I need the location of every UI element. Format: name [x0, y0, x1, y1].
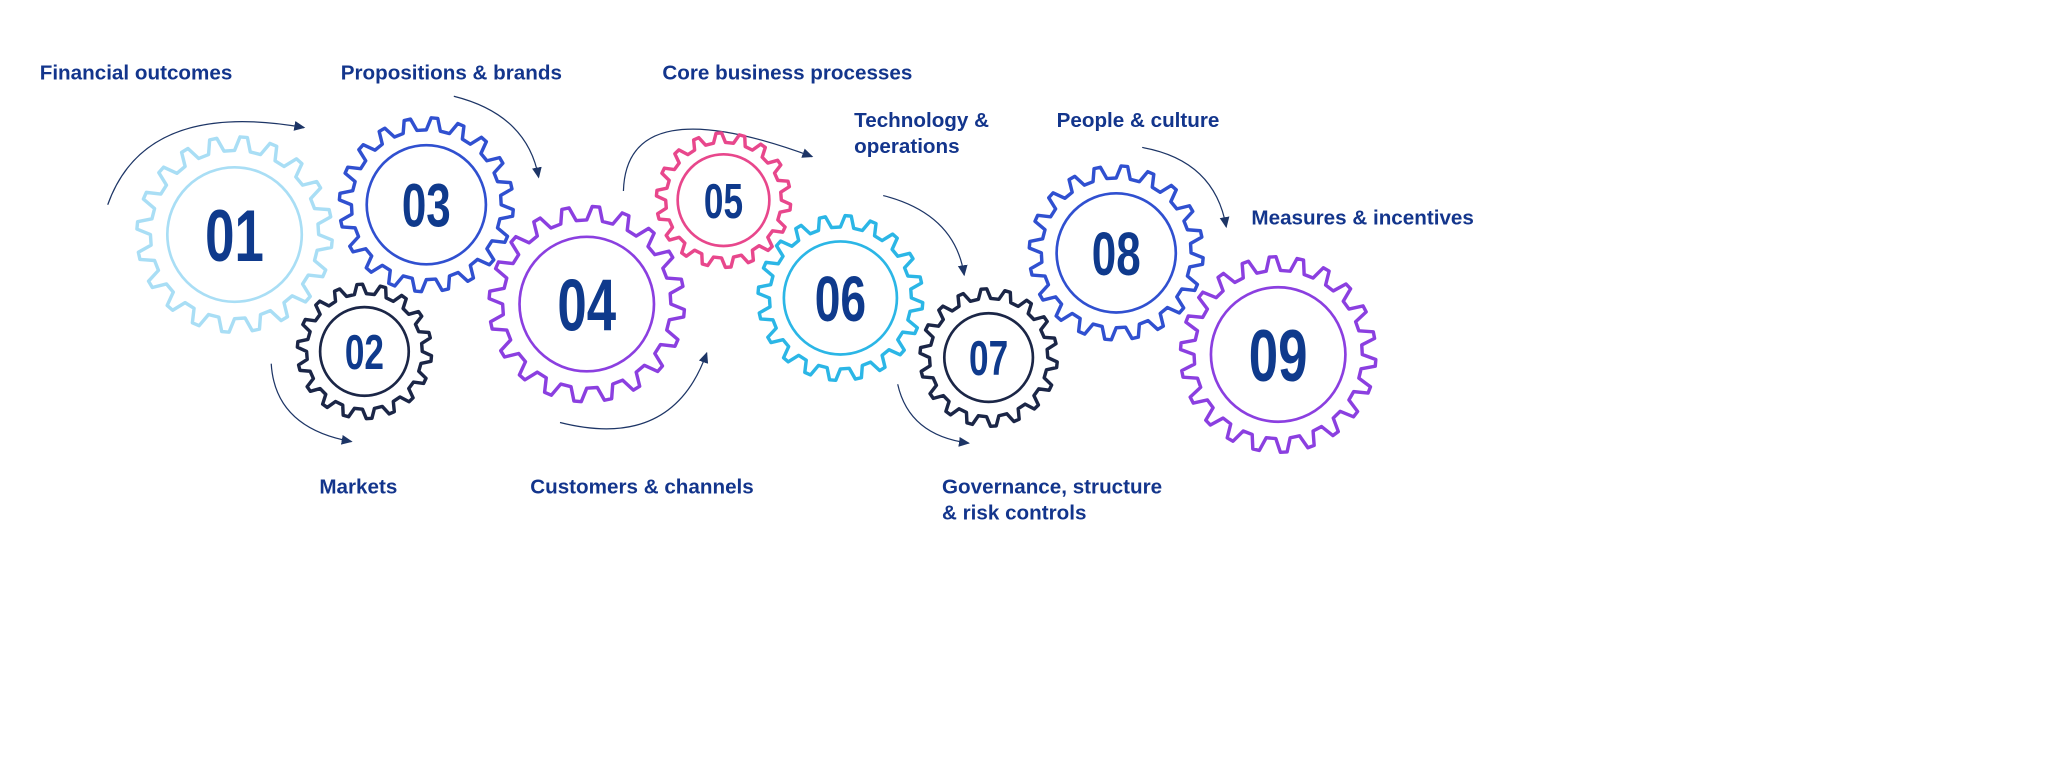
gear-inner-ring	[318, 305, 411, 398]
flow-arrow	[1142, 146, 1230, 229]
label-core-business-processes: Core business processes	[662, 61, 913, 85]
gear-number: 03	[402, 173, 451, 241]
flow-arrow	[453, 95, 542, 179]
label-line: Governance, structure	[942, 475, 1163, 499]
flow-arrow	[107, 121, 306, 205]
gear-outline-icon	[654, 131, 793, 270]
gear-08: 08	[1027, 164, 1205, 342]
gear-number: 07	[969, 332, 1008, 387]
label-line: Technology &	[854, 108, 990, 132]
gear-inner-ring	[782, 240, 899, 356]
gear-07: 07	[918, 287, 1059, 429]
gear-04: 04	[487, 204, 687, 404]
label-line: & risk controls	[942, 501, 1087, 525]
gear-number: 04	[557, 264, 616, 347]
flow-arrow	[559, 351, 709, 430]
gear-outline-icon	[756, 213, 925, 383]
gear-09: 09	[1178, 254, 1378, 455]
flow-arrow	[883, 194, 968, 277]
gear-inner-ring	[942, 311, 1035, 404]
gear-number: 01	[205, 194, 264, 277]
gear-outline-icon	[918, 287, 1059, 429]
gear-06: 06	[756, 213, 925, 383]
gear-outline-icon	[1178, 254, 1378, 455]
gear-outline-icon	[487, 204, 687, 404]
label-measures-incentives: Measures & incentives	[1251, 206, 1474, 230]
label-propositions-brands: Propositions & brands	[340, 61, 562, 85]
label-line: operations	[854, 134, 960, 158]
gear-05: 05	[654, 131, 793, 270]
label-customers-channels: Customers & channels	[530, 475, 754, 499]
gear-number: 08	[1092, 221, 1141, 289]
gear-outline-icon	[1027, 164, 1205, 342]
gear-number: 06	[815, 263, 866, 335]
label-financial-outcomes: Financial outcomes	[39, 61, 233, 85]
gear-inner-ring	[165, 165, 304, 304]
gear-inner-ring	[518, 235, 656, 373]
gear-number: 05	[704, 174, 743, 229]
gear-inner-ring	[365, 143, 488, 266]
gear-inner-ring	[1055, 191, 1178, 314]
label-technology-operations: Technology & operations	[854, 107, 989, 159]
gear-02: 02	[295, 282, 434, 421]
gear-number: 02	[345, 325, 384, 380]
gear-number: 09	[1249, 314, 1308, 397]
flow-arrow	[622, 128, 814, 192]
gear-01: 01	[135, 135, 334, 334]
label-governance: Governance, structure & risk controls	[942, 474, 1162, 526]
flow-arrow	[270, 363, 353, 445]
gear-inner-ring	[676, 152, 771, 248]
gear-outline-icon	[135, 135, 334, 334]
flow-arrow	[897, 384, 970, 447]
gear-outline-icon	[337, 116, 515, 294]
gear-outline-icon	[295, 282, 434, 421]
label-people-culture: People & culture	[1056, 108, 1220, 132]
gear-03: 03	[337, 116, 515, 294]
gear-inner-ring	[1209, 285, 1347, 424]
label-markets: Markets	[319, 475, 398, 499]
